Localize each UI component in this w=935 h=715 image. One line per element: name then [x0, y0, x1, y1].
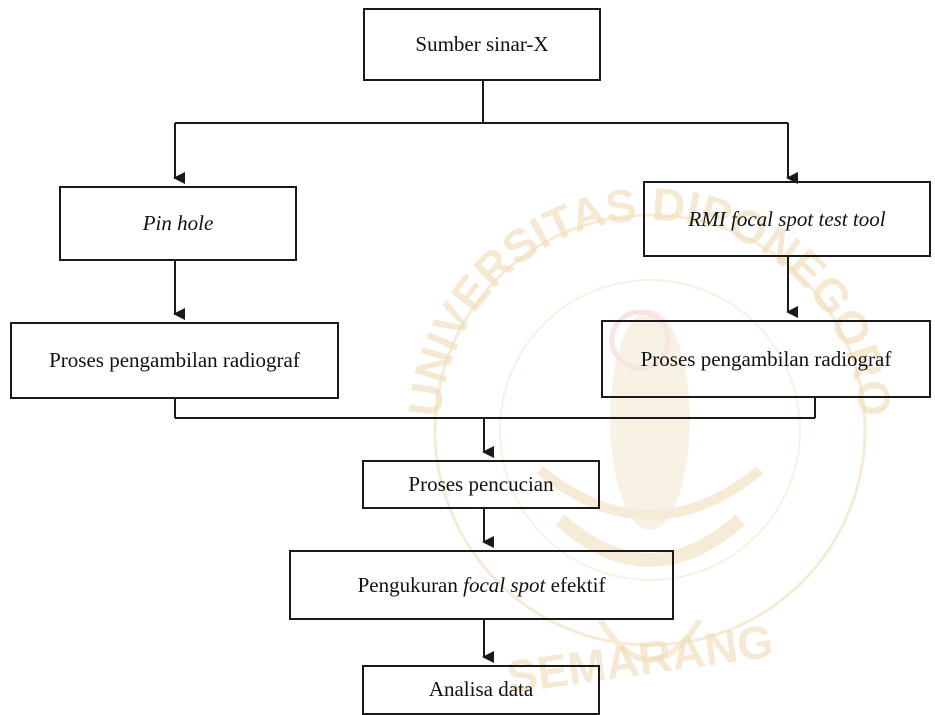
- node-pinhole-label: Pin hole: [142, 211, 214, 235]
- node-rmi-tool-label: RMI focal spot test tool: [688, 206, 886, 231]
- measure-text-prefix: Pengukuran: [357, 572, 464, 597]
- node-measurement: Pengukuran focal spot efektif: [289, 550, 674, 620]
- node-washing: Proses pencucian: [362, 460, 600, 509]
- node-radiograph-right-label: Proses pengambilan radiograf: [640, 346, 892, 371]
- node-analysis-label: Analisa data: [428, 677, 534, 701]
- node-analysis: Analisa data: [362, 665, 600, 715]
- measure-text-italic: focal spot: [463, 572, 546, 597]
- node-xray-source: Sumber sinar-X: [363, 8, 601, 81]
- node-xray-source-label: Sumber sinar-X: [415, 32, 549, 56]
- node-radiograph-right: Proses pengambilan radiograf: [601, 320, 931, 398]
- measure-text-suffix: efektif: [545, 572, 606, 597]
- node-pinhole: Pin hole: [59, 186, 297, 261]
- node-measurement-label: Pengukuran focal spot efektif: [358, 573, 606, 598]
- node-washing-label: Proses pencucian: [408, 472, 554, 496]
- node-radiograph-left: Proses pengambilan radiograf: [10, 322, 339, 399]
- node-rmi-tool: RMI focal spot test tool: [643, 181, 931, 257]
- node-radiograph-left-label: Proses pengambilan radiograf: [49, 348, 300, 372]
